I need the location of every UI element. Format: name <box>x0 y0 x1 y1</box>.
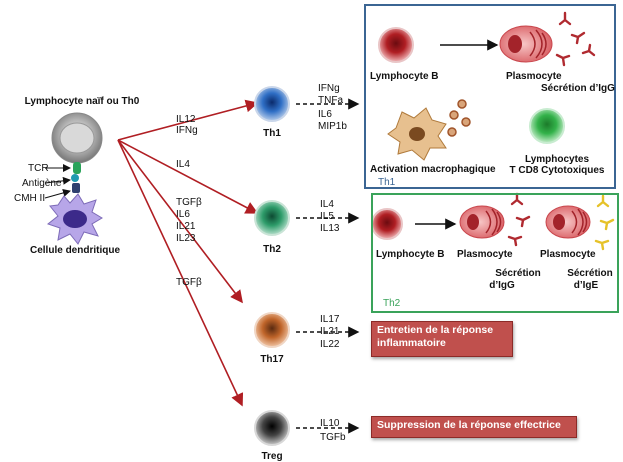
th1-secretion-igg-label: Sécrétion d’IgG <box>541 83 615 94</box>
arrow-th17-label-1: TGFβ <box>176 197 202 208</box>
th1-box-tag: Th1 <box>378 177 396 188</box>
th2-cytokine-2: IL5 <box>320 211 334 222</box>
th2-cytokine-1: IL4 <box>320 199 334 210</box>
arrow-th17-label-2: IL6 <box>176 209 190 220</box>
naive-lymphocyte-cell <box>51 112 103 164</box>
th17-outcome-box: Entretien de la réponse inflammatoire <box>371 321 513 357</box>
th1-plasmocyte-cell <box>499 25 553 63</box>
th2-plasmocyte-1-cell <box>459 205 505 239</box>
th17-cell <box>254 312 290 348</box>
th17-cytokine-1: IL17 <box>320 314 340 325</box>
arrow-to-th2 <box>117 139 259 214</box>
th1-cytokine-2: TNFa <box>318 95 343 106</box>
th2-secretion-ige-line1: Sécrétion <box>567 268 613 279</box>
th17-label: Th17 <box>260 354 284 365</box>
th1-igg-antibodies <box>555 11 596 67</box>
arrow-th2-label: IL4 <box>176 159 190 170</box>
th2-effects-box <box>371 193 619 313</box>
th2-secretion-igg-line1: Sécrétion <box>495 268 541 279</box>
cd8-label-line2: T CD8 Cytotoxiques <box>509 165 605 176</box>
th1-label: Th1 <box>263 128 281 139</box>
th17-cytokine-2: IL21 <box>320 326 340 337</box>
antigen-label: Antigène <box>22 178 62 189</box>
th2-plasmocyte-2-cell <box>545 205 591 239</box>
tcr-mhc-complex <box>44 162 81 199</box>
arrow-to-treg <box>117 139 244 407</box>
th1-box-graphics <box>378 11 596 161</box>
th2-ige-antibodies <box>594 194 615 251</box>
th1-cytokine-3: IL6 <box>318 109 332 120</box>
th17-outcome-line2: inflammatoire <box>377 337 446 349</box>
th2-box-tag: Th2 <box>383 298 401 309</box>
th2-box-graphics <box>371 192 615 251</box>
th1-plasmocyte-label: Plasmocyte <box>506 71 562 82</box>
th2-lymphocyte-b-label: Lymphocyte B <box>376 249 445 260</box>
th1-cell <box>254 86 290 122</box>
th2-cytokine-3: IL13 <box>320 223 340 234</box>
differentiation-arrows <box>117 99 259 407</box>
tcr-label: TCR <box>28 163 49 174</box>
naive-lymphocyte-label: Lymphocyte naïf ou Th0 <box>24 96 140 107</box>
th2-secretion-ige-line2: d’IgE <box>573 280 599 291</box>
treg-outcome-box: Suppression de la réponse effectrice <box>371 416 577 438</box>
th1-cytokine-1: IFNg <box>318 83 340 94</box>
th17-cytokine-3: IL22 <box>320 339 340 350</box>
macrophage-label: Activation macrophagique <box>370 164 496 175</box>
arrow-to-th17 <box>117 139 243 304</box>
th1-lymphocyte-b-label: Lymphocyte B <box>370 71 439 82</box>
cd8-label-line1: Lymphocytes <box>524 154 590 165</box>
arrow-to-th1 <box>117 99 259 141</box>
th2-cell <box>254 200 290 236</box>
th2-label: Th2 <box>263 244 281 255</box>
arrow-th1-label-2: IFNg <box>176 125 198 136</box>
arrow-th17-label-4: IL23 <box>176 233 196 244</box>
treg-label: Treg <box>261 451 283 462</box>
dendritic-cell-label: Cellule dendritique <box>30 245 121 256</box>
cd8-cytotoxic-cell <box>529 108 565 144</box>
treg-outcome-text: Suppression de la réponse effectrice <box>377 419 561 431</box>
th17-outcome-line1: Entretien de la réponse <box>377 324 494 336</box>
treg-cell <box>254 410 290 446</box>
macrophage-particles <box>447 99 471 137</box>
macrophage-cell <box>387 107 447 161</box>
th1-effects-box <box>364 4 616 189</box>
arrow-th1-label-1: IL12 <box>176 114 196 125</box>
arrow-th17-label-3: IL21 <box>176 221 196 232</box>
th2-plasmocyte-1-label: Plasmocyte <box>457 249 513 260</box>
th2-secretion-igg-line2: d’IgG <box>489 280 515 291</box>
treg-cytokine-2: TGFb <box>320 432 346 443</box>
mhc-label: CMH II <box>14 193 46 204</box>
th2-plasmocyte-2-label: Plasmocyte <box>540 249 596 260</box>
treg-cytokine-1: IL10 <box>320 418 340 429</box>
th2-igg-antibodies <box>507 192 531 247</box>
dendritic-cell <box>46 193 103 245</box>
th1-lymphocyte-b-cell <box>378 27 414 63</box>
secretion-arrows <box>296 98 360 434</box>
arrow-treg-label: TGFβ <box>176 277 202 288</box>
th1-cytokine-4: MIP1b <box>318 121 347 132</box>
